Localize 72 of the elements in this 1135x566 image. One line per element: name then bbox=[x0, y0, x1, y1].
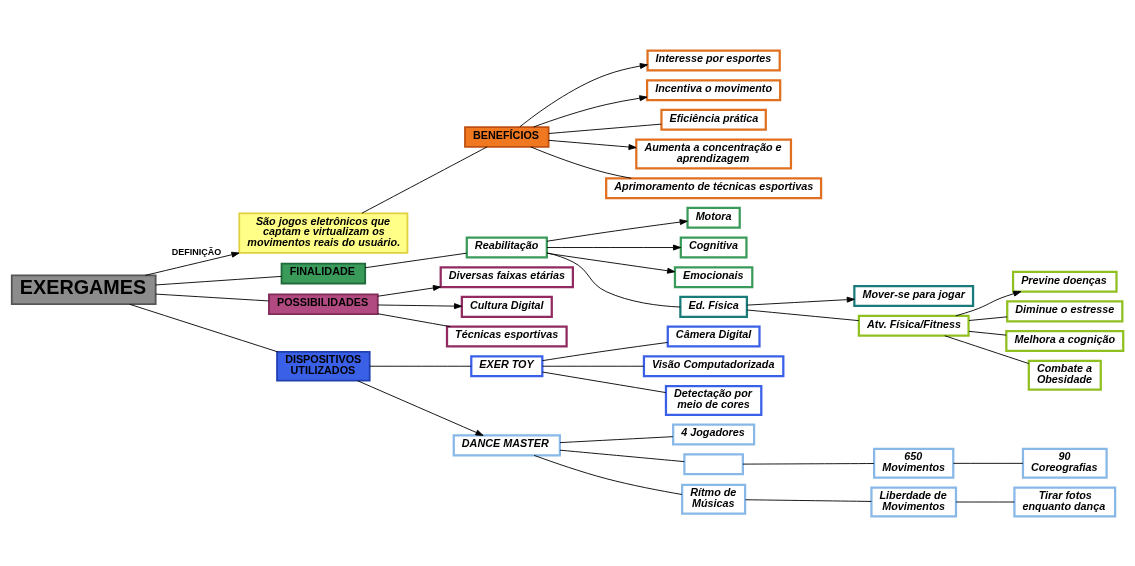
connector bbox=[546, 251, 681, 307]
node-box: Combate a Obesidade bbox=[1027, 359, 1102, 391]
node-box: Visão Computadorizada bbox=[642, 354, 785, 377]
node-box: Aumenta a concentração e aprendizagem bbox=[635, 138, 793, 170]
connector bbox=[542, 371, 667, 393]
node-box: Diminue o estresse bbox=[1006, 299, 1124, 322]
node-box: DANCE MASTER bbox=[452, 433, 561, 456]
connector bbox=[745, 498, 872, 502]
node-box: Tirar fotos enquanto dança bbox=[1013, 486, 1117, 518]
node-box: Atv. Física/Fitness bbox=[857, 314, 970, 337]
connector bbox=[968, 330, 1007, 336]
connector bbox=[530, 145, 632, 179]
node-box: Eficiência prática bbox=[660, 108, 767, 131]
arrow bbox=[546, 218, 688, 242]
node-box: Emocionais bbox=[673, 265, 754, 288]
connector bbox=[542, 341, 669, 361]
arrow bbox=[746, 296, 855, 306]
connector bbox=[559, 449, 685, 462]
node-box: Aprimoramento de técnicas esportivas bbox=[605, 176, 823, 199]
node-box: Incentiva o movimento bbox=[645, 78, 782, 101]
node-box: Liberdade de Movimentos bbox=[870, 486, 958, 518]
connector bbox=[944, 334, 1030, 364]
arrow bbox=[357, 379, 484, 436]
node-box: 650 Movimentos bbox=[873, 447, 955, 479]
node-box: Técnicas esportivas bbox=[445, 325, 568, 348]
arrow bbox=[377, 302, 463, 309]
connector bbox=[369, 365, 472, 367]
node-box: Previne doenças bbox=[1011, 270, 1118, 293]
node-box: Cognitiva bbox=[679, 236, 748, 259]
node-box: Melhora a cognição bbox=[1005, 329, 1125, 352]
connector bbox=[742, 462, 875, 465]
node-box: Câmera Digital bbox=[666, 325, 761, 348]
arrow bbox=[144, 251, 240, 276]
connector bbox=[542, 365, 645, 367]
connector bbox=[968, 315, 1008, 321]
arrow bbox=[548, 139, 637, 150]
node-box: Diversas faixas etárias bbox=[439, 265, 575, 288]
connector bbox=[377, 312, 451, 327]
node-box: 90 Coreografias bbox=[1021, 447, 1108, 479]
connector bbox=[559, 435, 674, 443]
node-box: EXERGAMES bbox=[10, 274, 157, 305]
node-box: Cultura Digital bbox=[460, 295, 553, 318]
node-box: Interesse por esportes bbox=[646, 48, 781, 71]
arrow bbox=[377, 284, 441, 297]
node-box: POSSIBILIDADES bbox=[268, 292, 379, 315]
node-box: Ed. Física bbox=[679, 295, 749, 318]
node-box: FINALIDADE bbox=[280, 262, 367, 284]
arrow bbox=[955, 290, 1022, 316]
node-box: BENEFÍCIOS bbox=[464, 125, 550, 148]
node-box: São jogos eletrônicos que captam e virtualizam os movimentos reais do usuário. bbox=[238, 211, 409, 254]
connector bbox=[155, 275, 282, 285]
connector bbox=[361, 145, 488, 214]
connector bbox=[548, 123, 662, 134]
node-box: Mover-se para jogar bbox=[853, 284, 975, 307]
connector bbox=[364, 252, 468, 268]
arrow bbox=[519, 62, 648, 127]
node-box: 4 Jogadores bbox=[672, 423, 756, 446]
node-box: Detectação por meio de cores bbox=[664, 384, 763, 416]
connector bbox=[155, 293, 270, 301]
edge-label: DEFINIÇÃO bbox=[171, 246, 222, 257]
node-box: EXER TOY bbox=[470, 354, 544, 377]
connector bbox=[533, 454, 683, 495]
node-box: DISPOSITIVOS UTILIZADOS bbox=[276, 350, 371, 381]
node-box: Motora bbox=[686, 206, 741, 229]
arrow bbox=[533, 94, 648, 127]
node-box: Rítmo de Músicas bbox=[681, 483, 747, 515]
connector bbox=[129, 303, 279, 352]
node-box bbox=[683, 452, 744, 475]
node-box: Reabilitação bbox=[465, 236, 548, 259]
connector bbox=[953, 462, 1024, 464]
connector bbox=[746, 309, 860, 321]
arrow bbox=[546, 244, 682, 250]
